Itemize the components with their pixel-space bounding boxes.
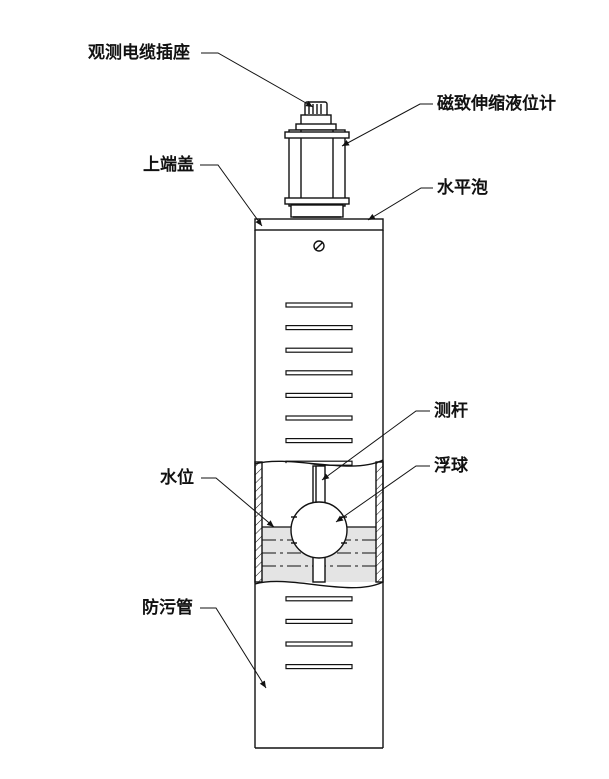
leader-cable-socket [201, 52, 314, 108]
pipe-slot [285, 325, 353, 331]
wall-section-left [254, 461, 263, 583]
label-probe-rod: 测杆 [434, 401, 468, 421]
leader-lines [200, 52, 433, 689]
level-gauge-head [284, 101, 350, 218]
pipe-slot [285, 415, 353, 421]
cover-screw [313, 240, 325, 252]
pipe-slot [285, 302, 353, 308]
leader-antifouling-pipe [200, 607, 267, 689]
pipe-slot [285, 370, 353, 376]
label-float-ball: 浮球 [434, 456, 468, 476]
label-cable-socket: 观测电缆插座 [88, 43, 190, 63]
leader-top-cover [200, 164, 263, 227]
pipe-slot [285, 392, 353, 398]
pipe-slot [285, 438, 353, 444]
gauge-housing [288, 129, 346, 207]
pipe-slot [285, 347, 353, 353]
pipe-slot [285, 641, 353, 647]
pipe-slot [285, 618, 353, 625]
probe-rod [312, 465, 326, 507]
float-ball [290, 501, 348, 559]
leader-float-ball [335, 465, 430, 523]
pipe-slot [285, 663, 353, 670]
wall-section-right [375, 461, 384, 583]
leader-level-gauge [341, 103, 433, 147]
label-water-level: 水位 [160, 468, 194, 488]
leader-bubble-level [367, 187, 433, 221]
cutaway-section [254, 459, 384, 589]
leader-probe-rod [321, 410, 430, 481]
label-level-gauge: 磁致伸缩液位计 [437, 94, 556, 114]
label-bubble-level: 水平泡 [437, 178, 488, 198]
cable-socket [295, 101, 337, 131]
leader-water-level [201, 477, 275, 528]
top-cover [254, 218, 384, 231]
label-top-cover: 上端盖 [143, 155, 194, 175]
label-antifouling-pipe: 防污管 [142, 598, 193, 618]
pipe-slot [285, 596, 353, 602]
